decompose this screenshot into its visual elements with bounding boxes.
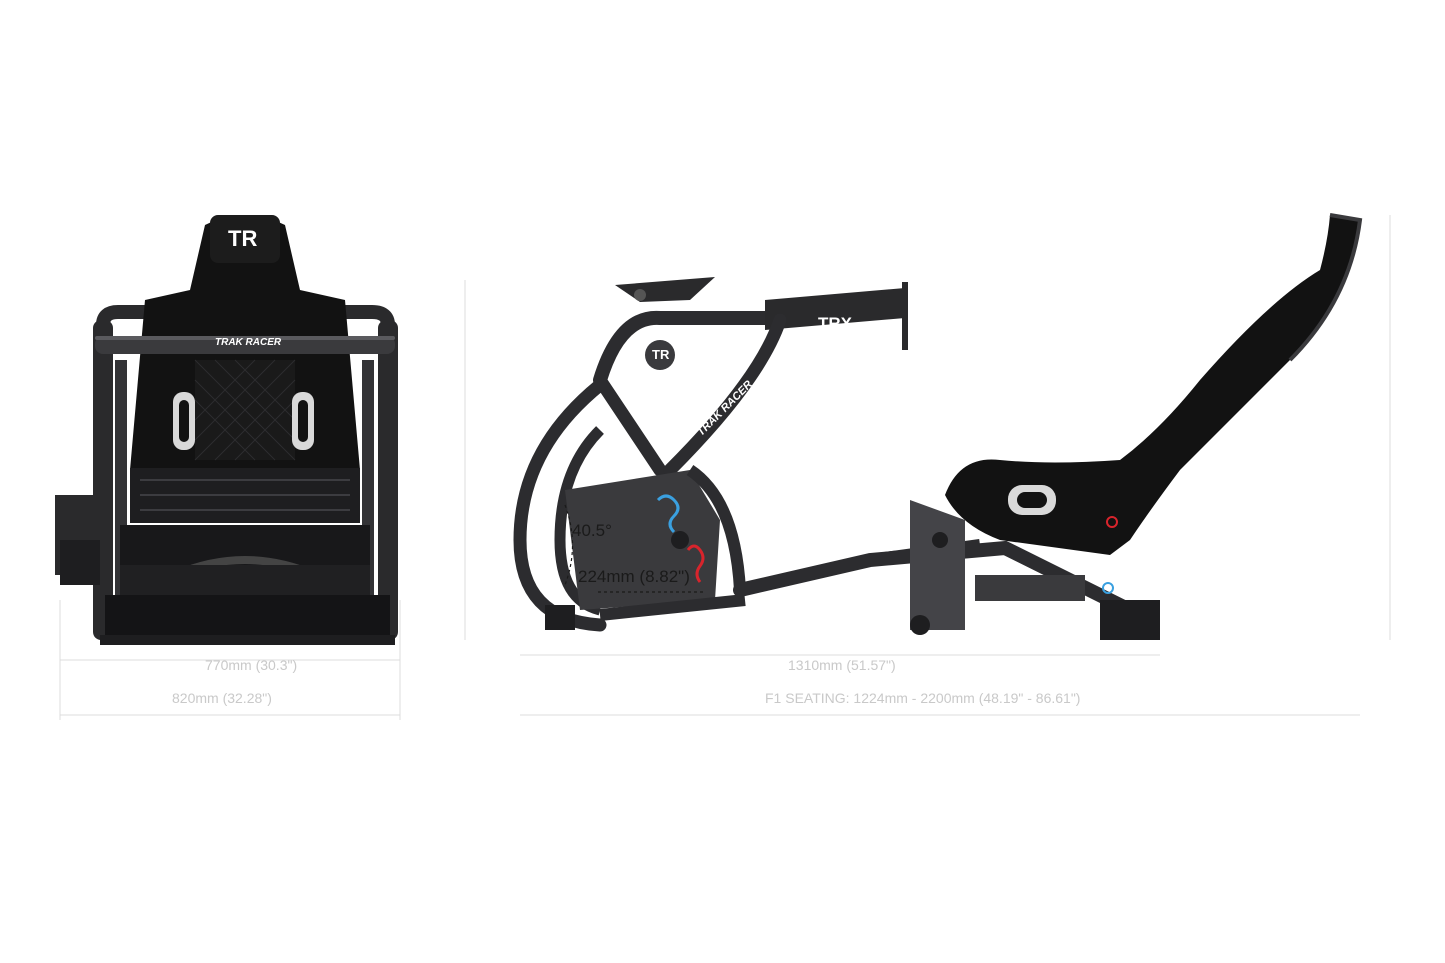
front-width-outer: 820mm (32.28") [172,690,272,706]
wheel-plate-brand: TRX [818,314,852,333]
side-view-rig [513,213,1363,640]
crossbar-brand: TRAK RACER [215,337,282,348]
headrest-logo: TR [228,226,258,251]
side-length-label: 1310mm (51.57") [788,657,896,673]
side-seating-range-label: F1 SEATING: 1224mm - 2200mm (48.19" - 86… [765,690,1081,706]
front-width-inner: 770mm (30.3") [205,657,298,673]
frame-logo: TR [652,347,670,362]
tilt-angle-label: 40.5° [572,521,612,540]
pedal-dimension-lines [564,504,705,593]
side-dimension-lines [520,215,1391,716]
front-view-rig [55,215,398,645]
front-dimension-lines [59,280,466,720]
pedal-travel-label: 224mm (8.82") [578,567,690,586]
